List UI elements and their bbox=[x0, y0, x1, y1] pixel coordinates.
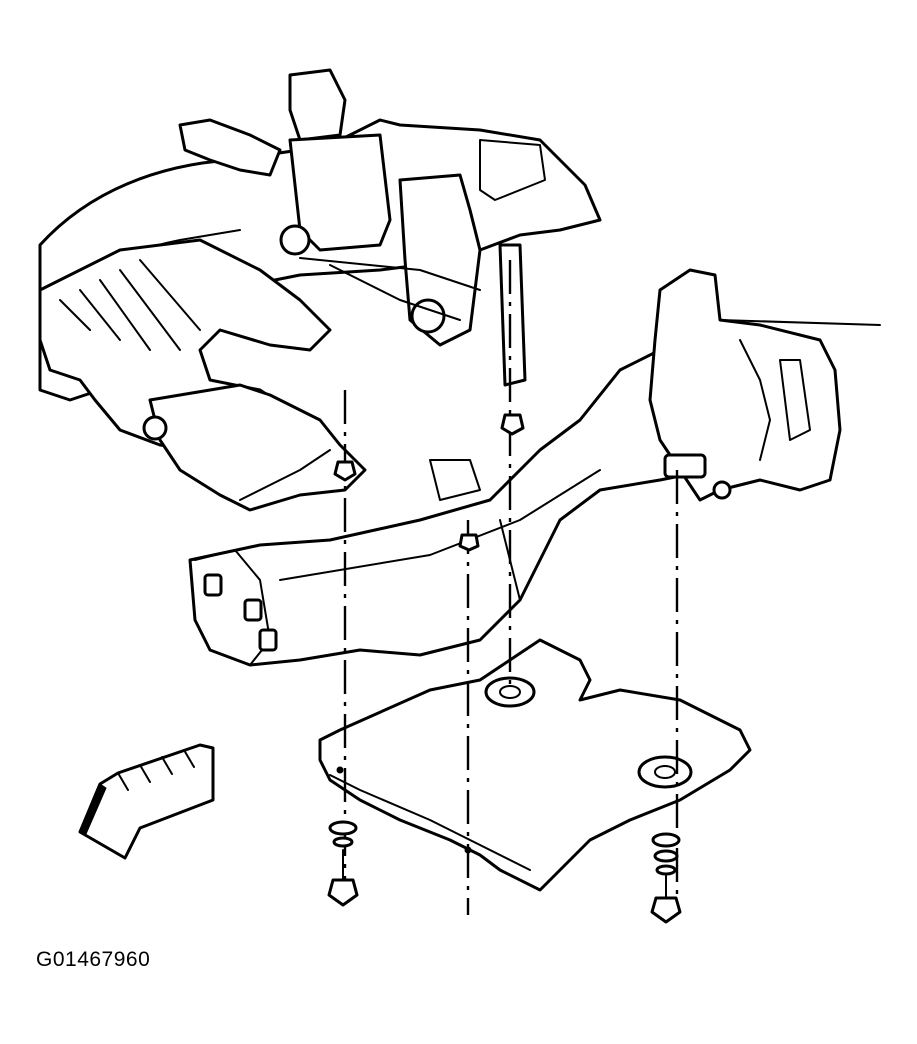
fastener-top bbox=[333, 413, 525, 552]
figure-id-label: G01467960 bbox=[36, 948, 151, 971]
right-mount-bracket bbox=[498, 243, 881, 502]
bolt-icon bbox=[327, 878, 359, 907]
fastener-stack-left bbox=[327, 820, 359, 907]
bolt-icon bbox=[500, 413, 525, 436]
washer-icon bbox=[328, 820, 358, 836]
bolt-icon bbox=[458, 533, 480, 552]
washer-icon bbox=[655, 864, 677, 876]
bolt-icon bbox=[650, 896, 682, 924]
washer-icon bbox=[653, 849, 679, 863]
crossmember bbox=[188, 348, 722, 667]
front-direction-arrow-icon bbox=[78, 743, 215, 860]
engine-body-structure bbox=[38, 68, 602, 402]
washer-icon bbox=[332, 836, 354, 848]
washer-icon bbox=[651, 832, 681, 848]
left-frame-rail bbox=[38, 238, 367, 512]
fastener-stack-right bbox=[650, 832, 682, 924]
bolt-icon bbox=[333, 460, 357, 482]
skid-plate bbox=[318, 638, 752, 892]
